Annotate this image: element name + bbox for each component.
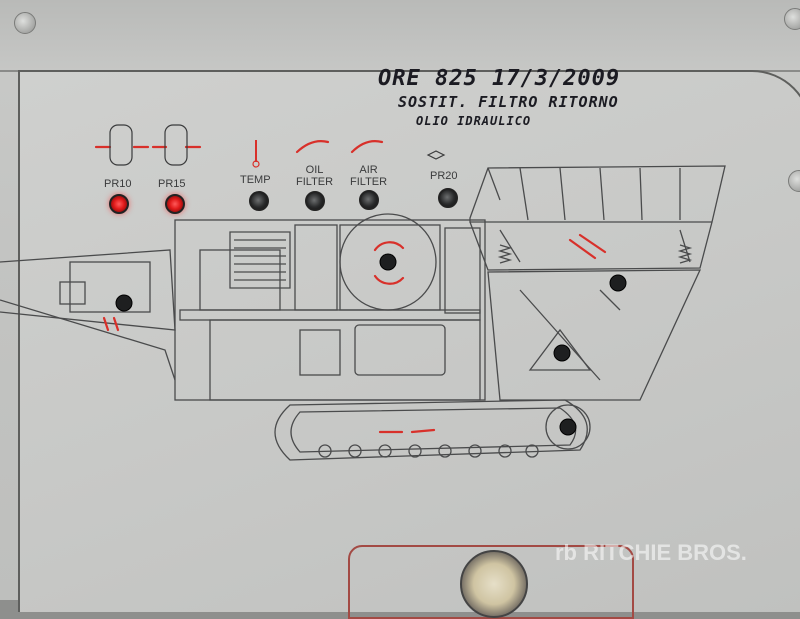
oil-filter-warning-lamp: [305, 191, 325, 211]
watermark-text: rb RITCHIE BROS.: [555, 540, 747, 565]
temp-warning-lamp: [249, 191, 269, 211]
label-pr20: PR20: [430, 170, 458, 182]
label-pr15: PR15: [158, 178, 186, 190]
screw-top-left: [14, 12, 36, 34]
screw-top-right: [784, 8, 800, 30]
handwritten-maintenance-note: SOSTIT. FILTRO RITORNO: [398, 93, 619, 111]
crusher-schematic: [0, 124, 726, 461]
label-pr10: PR10: [104, 178, 132, 190]
panel-top-strip: [0, 0, 800, 72]
pr15-warning-lamp: [165, 194, 185, 214]
label-temp: TEMP: [240, 174, 271, 186]
handwritten-oil-note: OLIO IDRAULICO: [416, 114, 532, 128]
label-air-filter: AIR FILTER: [350, 164, 388, 188]
schematic-plate: [18, 70, 800, 612]
control-knob[interactable]: [460, 550, 528, 618]
pr10-warning-lamp: [109, 194, 129, 214]
pr20-warning-lamp: [438, 188, 458, 208]
air-filter-warning-lamp: [359, 190, 379, 210]
label-oil-filter: OIL FILTER: [296, 164, 334, 188]
handwritten-hours-date: ORE 825 17/3/2009: [378, 66, 621, 91]
